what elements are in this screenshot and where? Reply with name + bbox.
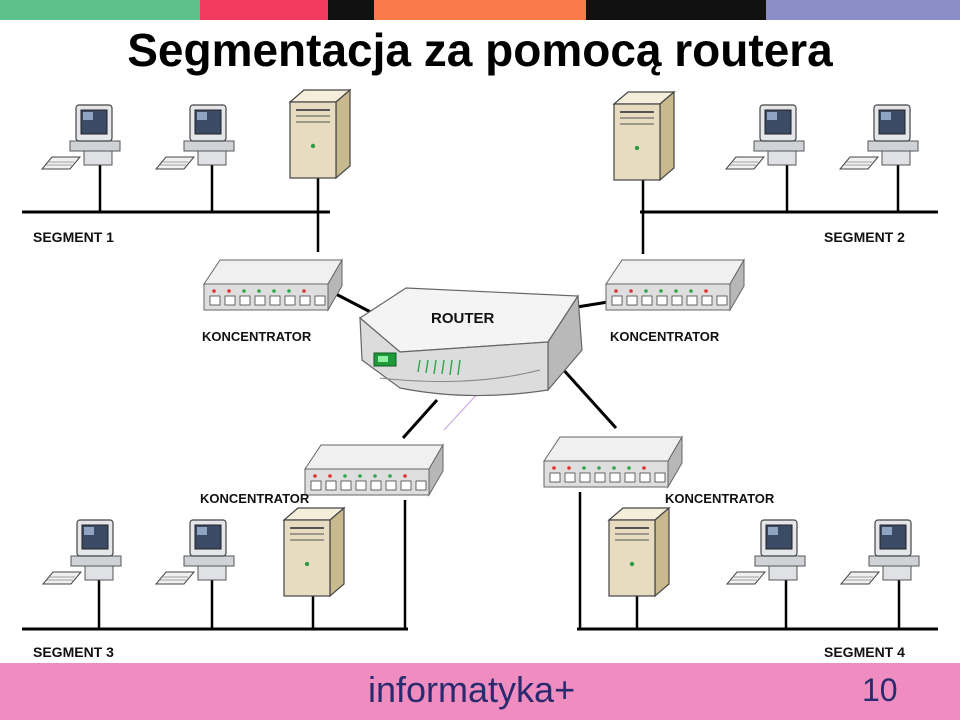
top-bar-purple — [766, 0, 960, 20]
computer-icon — [41, 104, 121, 170]
top-bar-red — [200, 0, 328, 20]
segment-3-label: SEGMENT 3 — [33, 644, 114, 660]
computer-icon — [42, 519, 122, 585]
segment-1-label: SEGMENT 1 — [33, 229, 114, 245]
server-icon — [283, 507, 345, 597]
footer-bar — [0, 663, 960, 720]
device-drop-lines — [97, 165, 901, 629]
top-bar-orange — [374, 0, 586, 20]
hub-label-bottom-right: KONCENTRATOR — [665, 491, 775, 506]
top-bar-green — [0, 0, 200, 20]
hub-icon — [304, 444, 444, 496]
router-icon — [358, 287, 583, 397]
server-icon — [608, 507, 670, 597]
computer-icon — [839, 104, 919, 170]
router-label: ROUTER — [431, 310, 495, 327]
top-bar-black — [328, 0, 374, 20]
computer-icon — [726, 519, 806, 585]
hub-label-top-right: KONCENTRATOR — [610, 329, 720, 344]
computer-icon — [725, 104, 805, 170]
server-icon — [289, 89, 351, 179]
router-links — [333, 291, 618, 440]
slide-title: Segmentacja za pomocą routera — [127, 24, 833, 76]
brand-logo-text: informatyka+ — [368, 669, 576, 710]
hub-icon — [605, 259, 745, 311]
top-color-bar — [0, 0, 960, 20]
segment-4-label: SEGMENT 4 — [824, 644, 905, 660]
hub-label-bottom-left: KONCENTRATOR — [200, 491, 310, 506]
computer-icon — [155, 104, 235, 170]
hub-icon — [203, 259, 343, 311]
computer-icon — [155, 519, 235, 585]
computer-icon — [840, 519, 920, 585]
segment-2-label: SEGMENT 2 — [824, 229, 905, 245]
server-icon — [613, 91, 675, 181]
hub-label-top-left: KONCENTRATOR — [202, 329, 312, 344]
page-number: 10 — [862, 672, 898, 708]
hub-icon — [543, 436, 683, 488]
top-bar-black-2 — [586, 0, 766, 20]
